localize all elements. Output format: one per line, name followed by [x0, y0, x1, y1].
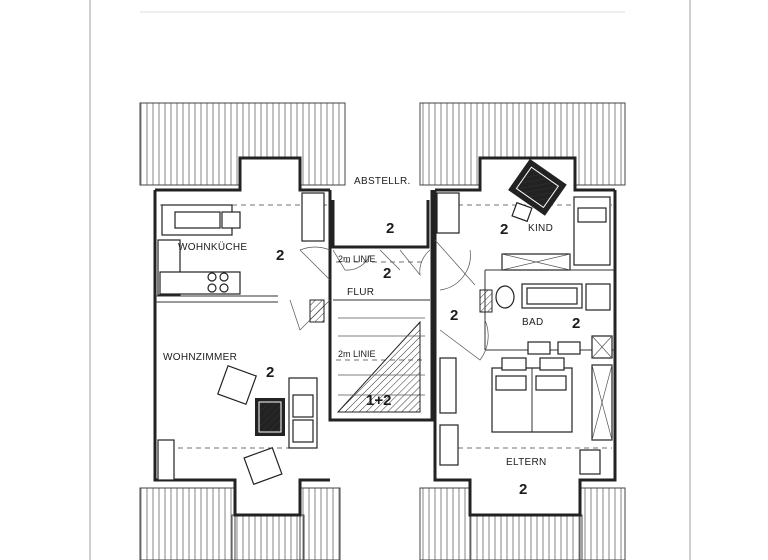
walls	[153, 156, 617, 517]
kitchen-furniture	[157, 192, 325, 296]
chimney	[309, 299, 325, 323]
label-2m-linie-stairs: 2m LINIE	[338, 349, 376, 359]
floor-abstellraum: 2	[386, 220, 394, 237]
roof-hatching	[139, 102, 626, 560]
living-furniture	[157, 365, 318, 486]
label-2m-linie-top: 2m LINIE	[338, 254, 376, 264]
label-wohnzimmer: WOHNZIMMER	[163, 352, 237, 363]
floor-stairs: 1+2	[366, 392, 391, 409]
floor-wohnkueche: 2	[276, 247, 284, 264]
kind-furniture	[436, 158, 611, 271]
label-flur: FLUR	[347, 287, 374, 298]
page-border	[89, 0, 691, 560]
label-kind: KIND	[528, 223, 553, 234]
bath-furniture	[495, 283, 613, 359]
door-swings	[289, 239, 489, 361]
floor-bad: 2	[572, 315, 580, 332]
floor-wohnzimmer: 2	[266, 364, 274, 381]
label-bad: BAD	[522, 317, 543, 328]
label-eltern: ELTERN	[506, 457, 547, 468]
floor-kind: 2	[500, 221, 508, 238]
floor-flur: 2	[383, 265, 391, 282]
label-wohnkueche: WOHNKÜCHE	[178, 241, 247, 253]
floor-corridor: 2	[450, 307, 458, 324]
label-abstellraum: ABSTELLR.	[354, 176, 411, 187]
floor-eltern: 2	[519, 481, 527, 498]
stair-case	[336, 317, 425, 413]
eltern-furniture	[439, 357, 613, 475]
chimney-bad	[479, 289, 493, 313]
